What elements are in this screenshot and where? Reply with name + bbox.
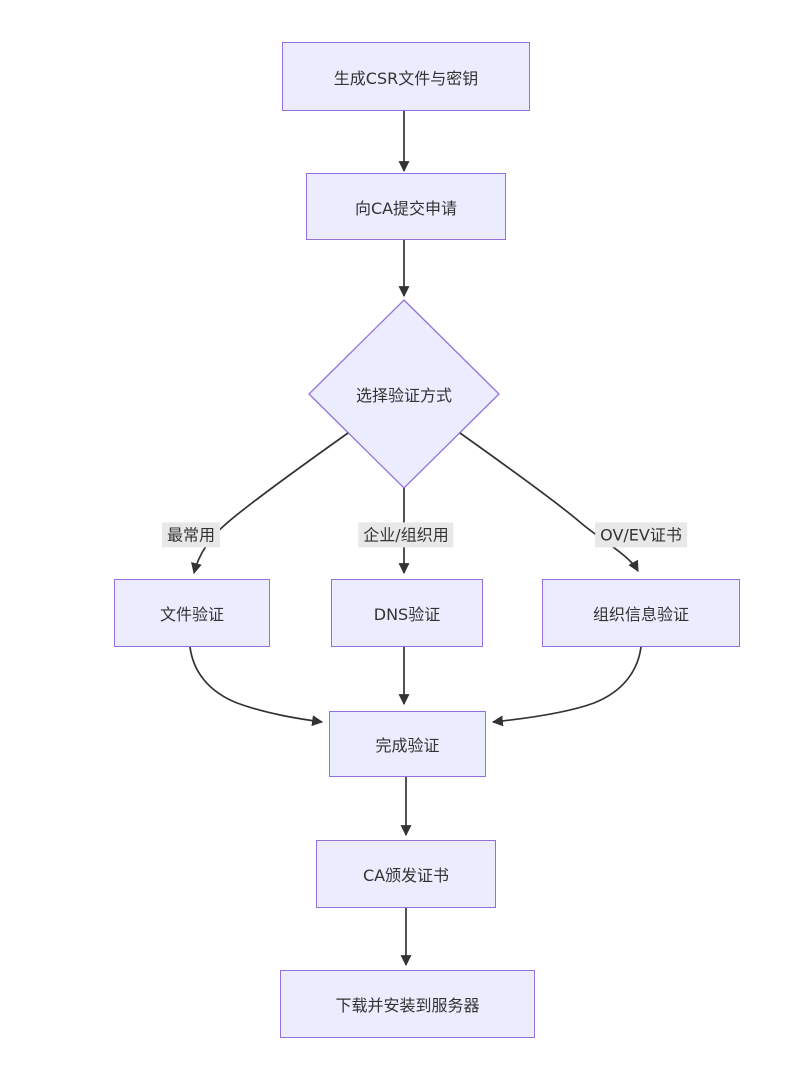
edge-org-to-complete (491, 646, 642, 727)
edge-label-ov-ev-cert: OV/EV证书 (595, 522, 687, 548)
node-ca-issue-certificate: CA颁发证书 (316, 840, 496, 908)
edge-label-most-common: 最常用 (161, 522, 221, 548)
node-org-info-verification: 组织信息验证 (542, 579, 740, 647)
node-generate-csr: 生成CSR文件与密钥 (282, 42, 530, 111)
node-download-install: 下载并安装到服务器 (280, 970, 535, 1038)
decision-choose-verification: 选择验证方式 (355, 386, 452, 405)
edge-file-to-complete (189, 646, 324, 727)
edge-label-enterprise-org: 企业/组织用 (358, 522, 454, 548)
node-file-verification: 文件验证 (114, 579, 270, 647)
node-complete-verification: 完成验证 (329, 711, 486, 777)
edge-choose-to-org (459, 432, 639, 572)
node-dns-verification: DNS验证 (331, 579, 483, 647)
node-submit-to-ca: 向CA提交申请 (306, 173, 506, 240)
edge-choose-to-file (191, 432, 349, 575)
